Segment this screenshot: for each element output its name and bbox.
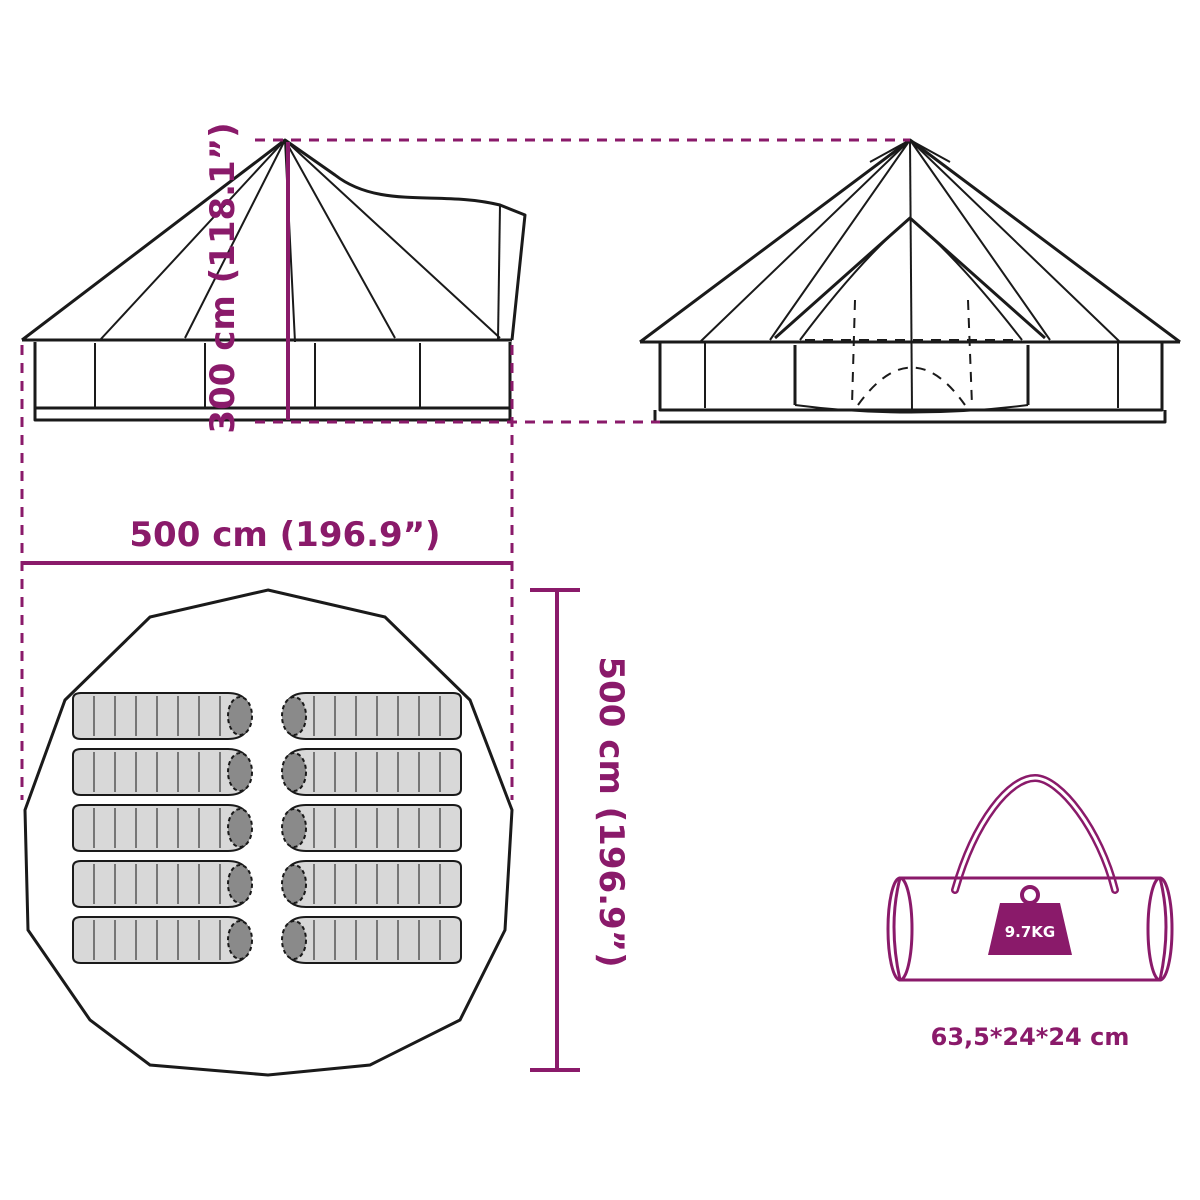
depth-dimension: 500 cm (196.9”)	[530, 588, 631, 1072]
tent-floor-plan	[23, 588, 514, 1077]
sleeping-bag-right-4	[281, 860, 462, 908]
sleeping-bag-left-2	[72, 748, 253, 796]
tent-side-view	[21, 138, 527, 422]
sleeping-bag-right-5	[281, 916, 462, 964]
weight-label: 9.7KG	[1005, 923, 1056, 941]
width-label: 500 cm (196.9”)	[129, 515, 440, 555]
pack-size-label: 63,5*24*24 cm	[931, 1023, 1130, 1051]
carry-bag: 9.7KG 63,5*24*24 cm	[886, 773, 1174, 1051]
depth-label: 500 cm (196.9”)	[591, 656, 631, 967]
dimension-guides	[20, 138, 910, 800]
sleeping-bag-right-3	[281, 804, 462, 852]
sleeping-bag-left-4	[72, 860, 253, 908]
sleeping-bag-left-3	[72, 804, 253, 852]
sleeping-bags-right	[281, 692, 462, 964]
sleeping-bag-right-1	[281, 692, 462, 740]
sleeping-bags-left	[72, 692, 253, 964]
height-label: 300 cm (118.1”)	[203, 122, 243, 433]
sleeping-bag-left-1	[72, 692, 253, 740]
tent-front-view	[639, 138, 1181, 424]
sleeping-bag-left-5	[72, 916, 253, 964]
sleeping-bag-right-2	[281, 748, 462, 796]
width-dimension: 500 cm (196.9”)	[22, 515, 512, 565]
weight-icon: 9.7KG	[988, 885, 1072, 955]
height-dimension: 300 cm (118.1”)	[203, 122, 290, 434]
